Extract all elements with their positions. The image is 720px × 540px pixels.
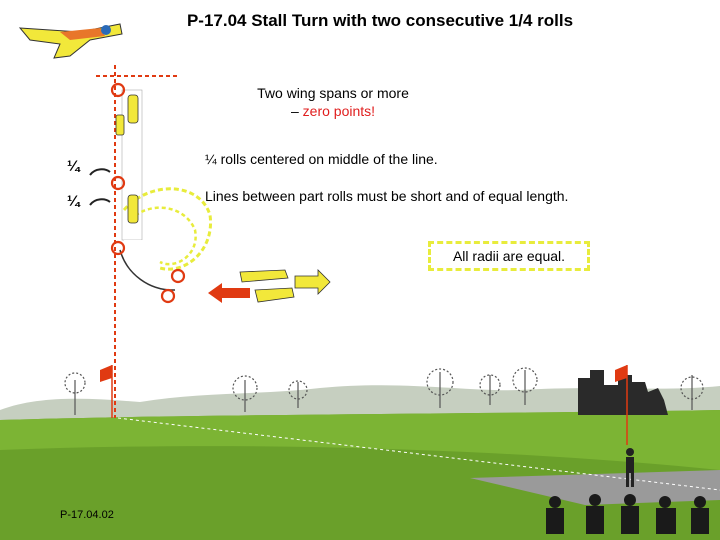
page-title: P-17.04 Stall Turn with two consecutive … xyxy=(186,11,574,30)
marker-roll-2 xyxy=(110,240,126,256)
zero-points-text: zero points! xyxy=(302,103,376,119)
exit-aircraft xyxy=(239,269,295,303)
red-arrow xyxy=(208,283,250,303)
wingspan-note: Two wing spans or more – zero points! xyxy=(228,84,438,120)
roll-mark-1: ¼ xyxy=(67,158,80,175)
yellow-arrow xyxy=(294,269,331,295)
radii-note: All radii are equal. xyxy=(452,248,566,264)
judges xyxy=(546,494,709,534)
marker-top xyxy=(110,82,126,98)
pilot-figure xyxy=(626,448,634,487)
tree xyxy=(426,368,454,408)
tree xyxy=(288,380,308,408)
castle-ruin xyxy=(578,370,668,415)
runway xyxy=(470,470,720,505)
figure-markers xyxy=(110,82,186,304)
wingspan-note-line1: Two wing spans or more xyxy=(257,85,409,101)
vertical-aircraft xyxy=(115,94,139,224)
judge-line xyxy=(117,417,720,491)
tree xyxy=(64,372,86,415)
tree xyxy=(512,367,538,405)
left-flag xyxy=(100,365,112,382)
wingspan-note-dash: – xyxy=(290,103,303,119)
marker-roll-1 xyxy=(110,175,126,191)
wingspan-note-line2: – zero points! xyxy=(228,102,438,120)
tree xyxy=(232,375,258,412)
roll-mark-2: ¼ xyxy=(67,193,80,210)
marker-exit xyxy=(160,288,176,304)
rolls-centered-note: ¼ rolls centered on middle of the line. xyxy=(205,151,438,167)
tree xyxy=(479,374,501,405)
radii-note-box: All radii are equal. xyxy=(428,241,590,271)
trees xyxy=(64,367,704,415)
lines-between-note: Lines between part rolls must be short a… xyxy=(205,188,569,204)
figure-id: P-17.04.02 xyxy=(60,509,114,521)
tree xyxy=(680,375,704,410)
aircraft-logo xyxy=(18,23,123,59)
roll-arrow-1 xyxy=(89,168,111,176)
lower-white-box xyxy=(124,240,170,290)
guide-circle-lower xyxy=(129,206,197,266)
right-flag xyxy=(615,365,627,382)
roll-arrow-2 xyxy=(89,198,111,206)
marker-arc-end xyxy=(170,268,186,284)
guide-circle-upper xyxy=(122,187,213,271)
